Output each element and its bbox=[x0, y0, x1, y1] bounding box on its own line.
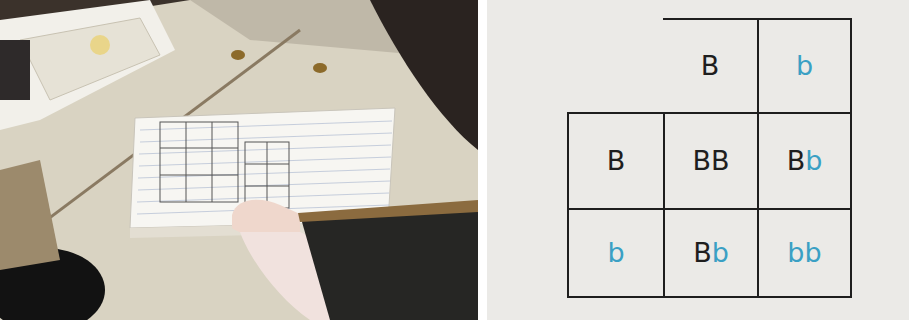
table-bolt bbox=[231, 50, 245, 60]
punnett-cell: Bb bbox=[757, 112, 852, 210]
sleeve bbox=[0, 40, 30, 100]
student-head bbox=[370, 0, 478, 150]
punnett-cell: BB bbox=[663, 112, 759, 210]
punnett-cell: b bbox=[567, 208, 665, 298]
classroom-photo bbox=[0, 0, 478, 320]
punnett-cell: Bb bbox=[663, 208, 759, 298]
allele-label: b bbox=[607, 238, 624, 268]
allele-label: B bbox=[701, 51, 720, 81]
paper-picture bbox=[90, 35, 110, 55]
table-bolt bbox=[313, 63, 327, 73]
notebook-lines bbox=[137, 121, 392, 214]
papers bbox=[20, 18, 160, 100]
sketched-punnett-squares bbox=[160, 122, 289, 208]
allele-label: b bbox=[796, 51, 813, 81]
allele-label: Bb bbox=[787, 146, 823, 176]
allele-label: BB bbox=[692, 146, 729, 176]
punnett-cell: B bbox=[567, 112, 665, 210]
allele-label: B bbox=[607, 146, 626, 176]
tablet bbox=[300, 205, 478, 320]
hand bbox=[232, 200, 300, 237]
tablet-case bbox=[298, 200, 478, 222]
punnett-cell: b bbox=[757, 18, 852, 114]
punnett-cell: B bbox=[663, 18, 759, 114]
allele-label: Bb bbox=[693, 238, 729, 268]
box-corner bbox=[0, 160, 60, 270]
allele-label: bb bbox=[787, 238, 821, 268]
papers bbox=[0, 0, 175, 130]
punnett-cell: bb bbox=[757, 208, 852, 298]
